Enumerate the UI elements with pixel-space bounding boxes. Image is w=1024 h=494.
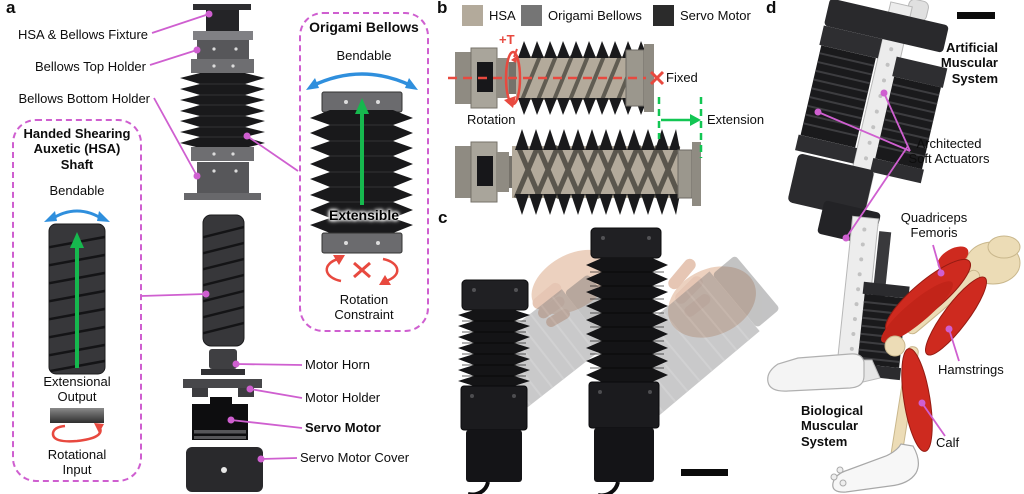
hsa-bendable-label: Bendable [49, 183, 105, 198]
actuator-retracted [455, 41, 654, 115]
legend-label: Origami Bellows [548, 8, 642, 23]
panel-d-pointer-lines [817, 92, 960, 437]
scale-bar-d [957, 12, 995, 19]
label-bellows-bottom-holder: Bellows Bottom Holder [18, 91, 151, 106]
panel-a-exploded-view [180, 4, 265, 492]
label-servo-motor: Servo Motor [305, 420, 381, 435]
origami-box-title: Origami Bellows [309, 19, 419, 35]
hsa-box-graphics [44, 209, 110, 443]
servo-motor-cover-part [186, 447, 263, 492]
robot-foot [767, 353, 865, 392]
robot-leg-thigh [788, 0, 949, 246]
panel-b-letter: b [437, 0, 448, 17]
label-servo-motor-cover: Servo Motor Cover [300, 450, 410, 465]
panel-a-pointer-dots [193, 10, 265, 463]
artificial-muscular-system-label: Artificial Muscular System [940, 40, 998, 86]
origami-box: Origami Bellows Bendable Extensible Rota… [299, 12, 429, 332]
bellows-bottom-holder-part [184, 162, 261, 200]
legend-item-origami-bellows: Origami Bellows [521, 5, 642, 26]
hsa-shaft-part [202, 214, 245, 347]
output-shaft [50, 408, 104, 423]
hsa-box: Handed Shearing Auxetic (HSA) Shaft Bend… [12, 119, 142, 482]
right-hand [668, 258, 756, 338]
left-actuator-photo [458, 279, 530, 494]
rotation-constraint-label: Rotation Constraint [334, 292, 394, 323]
origami-bellows-swatch [521, 5, 542, 26]
torque-label: +T [499, 32, 515, 47]
actuator-extended [455, 129, 701, 215]
label-bellows-top-holder: Bellows Top Holder [34, 59, 146, 74]
servo-motor-swatch [653, 5, 674, 26]
legend-item-servo-motor: Servo Motor [653, 5, 751, 26]
fixed-label: Fixed [666, 70, 698, 85]
legend-label: HSA [489, 8, 516, 23]
motor-holder-part [183, 379, 262, 397]
rotation-label: Rotation [467, 112, 516, 127]
calf-label: Calf [936, 435, 960, 450]
origami-bellows-part [180, 59, 265, 161]
bellows-bendable-label: Bendable [336, 48, 392, 63]
rotational-input-label: Rotational Input [47, 447, 107, 478]
architected-soft-actuators-label: Architected Soft Actuators [908, 136, 990, 167]
rotation-arrow-hsa [51, 424, 102, 443]
hamstrings-label: Hamstrings [938, 362, 1004, 377]
biological-leg [830, 235, 1021, 493]
panel-d-letter: d [766, 0, 777, 17]
panel-d-pointer-dots [814, 89, 953, 407]
origami-box-graphics [306, 72, 418, 285]
bellows-top-holder-part [193, 31, 253, 59]
extension-label: Extension [707, 112, 765, 127]
legend-label: Servo Motor [680, 8, 751, 23]
panel-a-letter: a [6, 0, 16, 17]
legend-item-hsa: HSA [462, 5, 516, 26]
panel-d-graphics [767, 0, 1021, 493]
panel-b-graphics [448, 41, 703, 215]
hamstrings-muscle [925, 276, 987, 356]
servo-motor-part [192, 397, 248, 440]
bellows-bottom-cap [321, 232, 403, 254]
scale-bar-c [681, 469, 728, 476]
panel-c-letter: c [438, 208, 448, 227]
rotation-constraint-glyph [325, 255, 399, 285]
label-motor-horn: Motor Horn [305, 357, 371, 372]
motor-horn-part [201, 349, 245, 375]
extensible-label: Extensible [328, 207, 400, 223]
label-motor-holder: Motor Holder [305, 390, 381, 405]
hsa-swatch [462, 5, 483, 26]
calf-muscle [901, 348, 933, 452]
quadriceps-femoris-label: Quadriceps Femoris [900, 210, 968, 241]
hsa-box-title: Handed Shearing Auxetic (HSA) Shaft [23, 126, 131, 172]
extensional-output-label: Extensional Output [43, 374, 111, 405]
biological-foot [832, 443, 919, 493]
bendable-arrow-bellows [311, 72, 413, 88]
biological-muscular-system-label: Biological Muscular System [801, 403, 864, 449]
panel-a-pointer-lines [140, 13, 303, 460]
extension-annotation [657, 97, 703, 158]
right-actuator-photo [586, 227, 668, 494]
hsa-bellows-fixture-part [193, 4, 251, 32]
panel-c-graphics [458, 227, 779, 494]
label-hsa-bellows-fixture: HSA & Bellows Fixture [17, 27, 148, 42]
